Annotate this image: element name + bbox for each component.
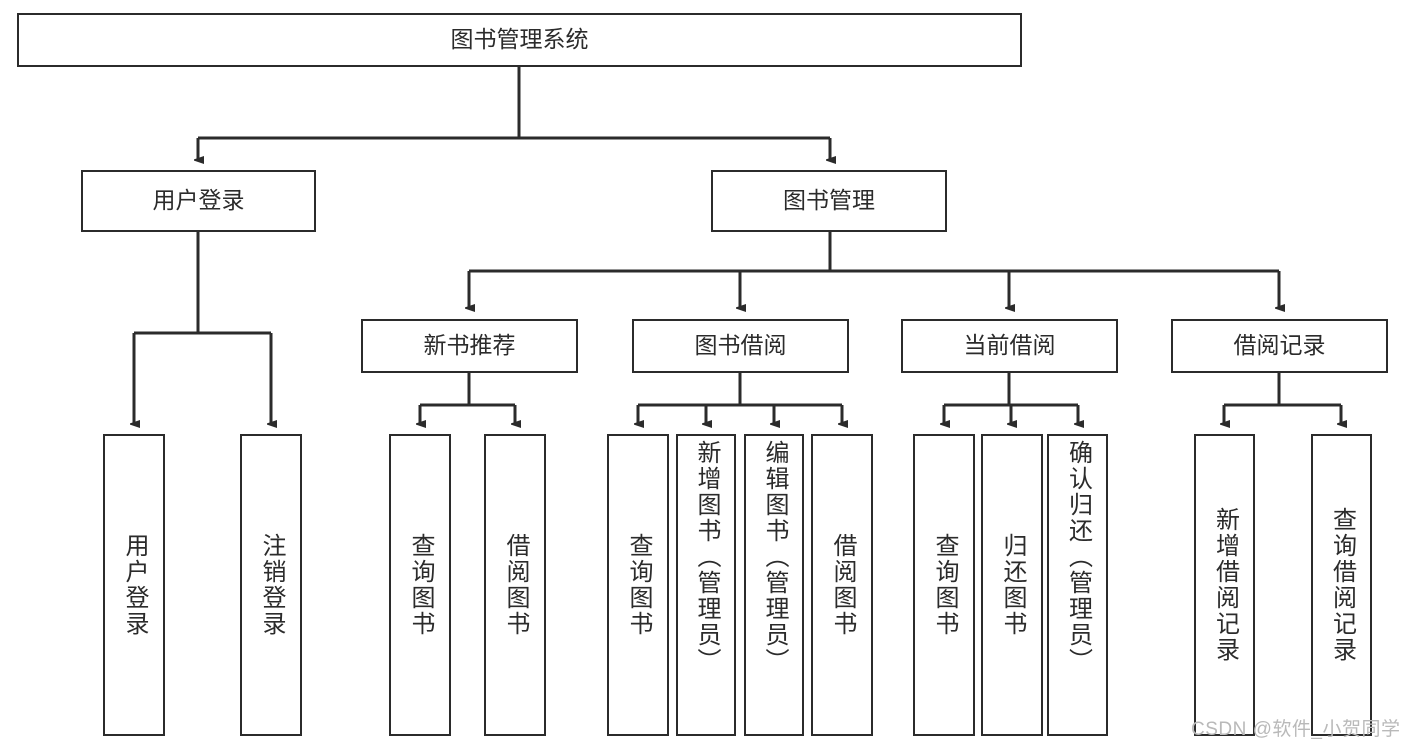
- node-label: 借阅记录: [1233, 332, 1326, 359]
- node-label: 归还图书: [999, 533, 1026, 637]
- node-label: 用户登录: [121, 533, 148, 637]
- node-leaf-edit-book-admin[interactable]: 编辑图书（管理员）: [744, 434, 804, 736]
- node-leaf-query-borrow-record[interactable]: 查询借阅记录: [1311, 434, 1372, 736]
- node-leaf-user-login[interactable]: 用户登录: [103, 434, 165, 736]
- node-leaf-return-book[interactable]: 归还图书: [981, 434, 1043, 736]
- node-label: 图书管理系统: [450, 26, 589, 53]
- node-new-book-recommend[interactable]: 新书推荐: [361, 319, 578, 373]
- node-leaf-logout[interactable]: 注销登录: [240, 434, 302, 736]
- node-leaf-add-book-admin[interactable]: 新增图书（管理员）: [676, 434, 736, 736]
- node-label: 查询图书: [407, 533, 434, 637]
- node-label: 确认归还（管理员）: [1064, 440, 1092, 674]
- node-label: 查询图书: [625, 533, 652, 637]
- node-label: 新书推荐: [423, 332, 516, 359]
- node-label: 当前借阅: [963, 332, 1056, 359]
- node-label: 图书借阅: [694, 332, 787, 359]
- node-leaf-query-book-cb[interactable]: 查询图书: [913, 434, 975, 736]
- node-label: 编辑图书（管理员）: [761, 440, 788, 674]
- node-user-login[interactable]: 用户登录: [81, 170, 316, 232]
- node-borrow-record[interactable]: 借阅记录: [1171, 319, 1388, 373]
- node-label: 查询借阅记录: [1328, 507, 1356, 663]
- node-root-system[interactable]: 图书管理系统: [17, 13, 1022, 67]
- node-leaf-borrow-book-bb[interactable]: 借阅图书: [811, 434, 873, 736]
- node-label: 注销登录: [258, 533, 285, 637]
- node-book-management[interactable]: 图书管理: [711, 170, 947, 232]
- node-leaf-confirm-return-admin[interactable]: 确认归还（管理员）: [1047, 434, 1108, 736]
- node-label: 图书管理: [783, 187, 875, 214]
- node-current-borrow[interactable]: 当前借阅: [901, 319, 1118, 373]
- node-leaf-query-book-nb[interactable]: 查询图书: [389, 434, 451, 736]
- node-label: 用户登录: [152, 187, 245, 214]
- node-leaf-borrow-book-nb[interactable]: 借阅图书: [484, 434, 546, 736]
- node-label: 借阅图书: [502, 533, 529, 637]
- node-label: 查询图书: [931, 533, 958, 637]
- node-leaf-query-book-bb[interactable]: 查询图书: [607, 434, 669, 736]
- node-label: 新增图书（管理员）: [693, 440, 720, 674]
- node-book-borrow[interactable]: 图书借阅: [632, 319, 849, 373]
- node-leaf-add-borrow-record[interactable]: 新增借阅记录: [1194, 434, 1255, 736]
- node-label: 借阅图书: [829, 533, 856, 637]
- node-label: 新增借阅记录: [1211, 507, 1239, 663]
